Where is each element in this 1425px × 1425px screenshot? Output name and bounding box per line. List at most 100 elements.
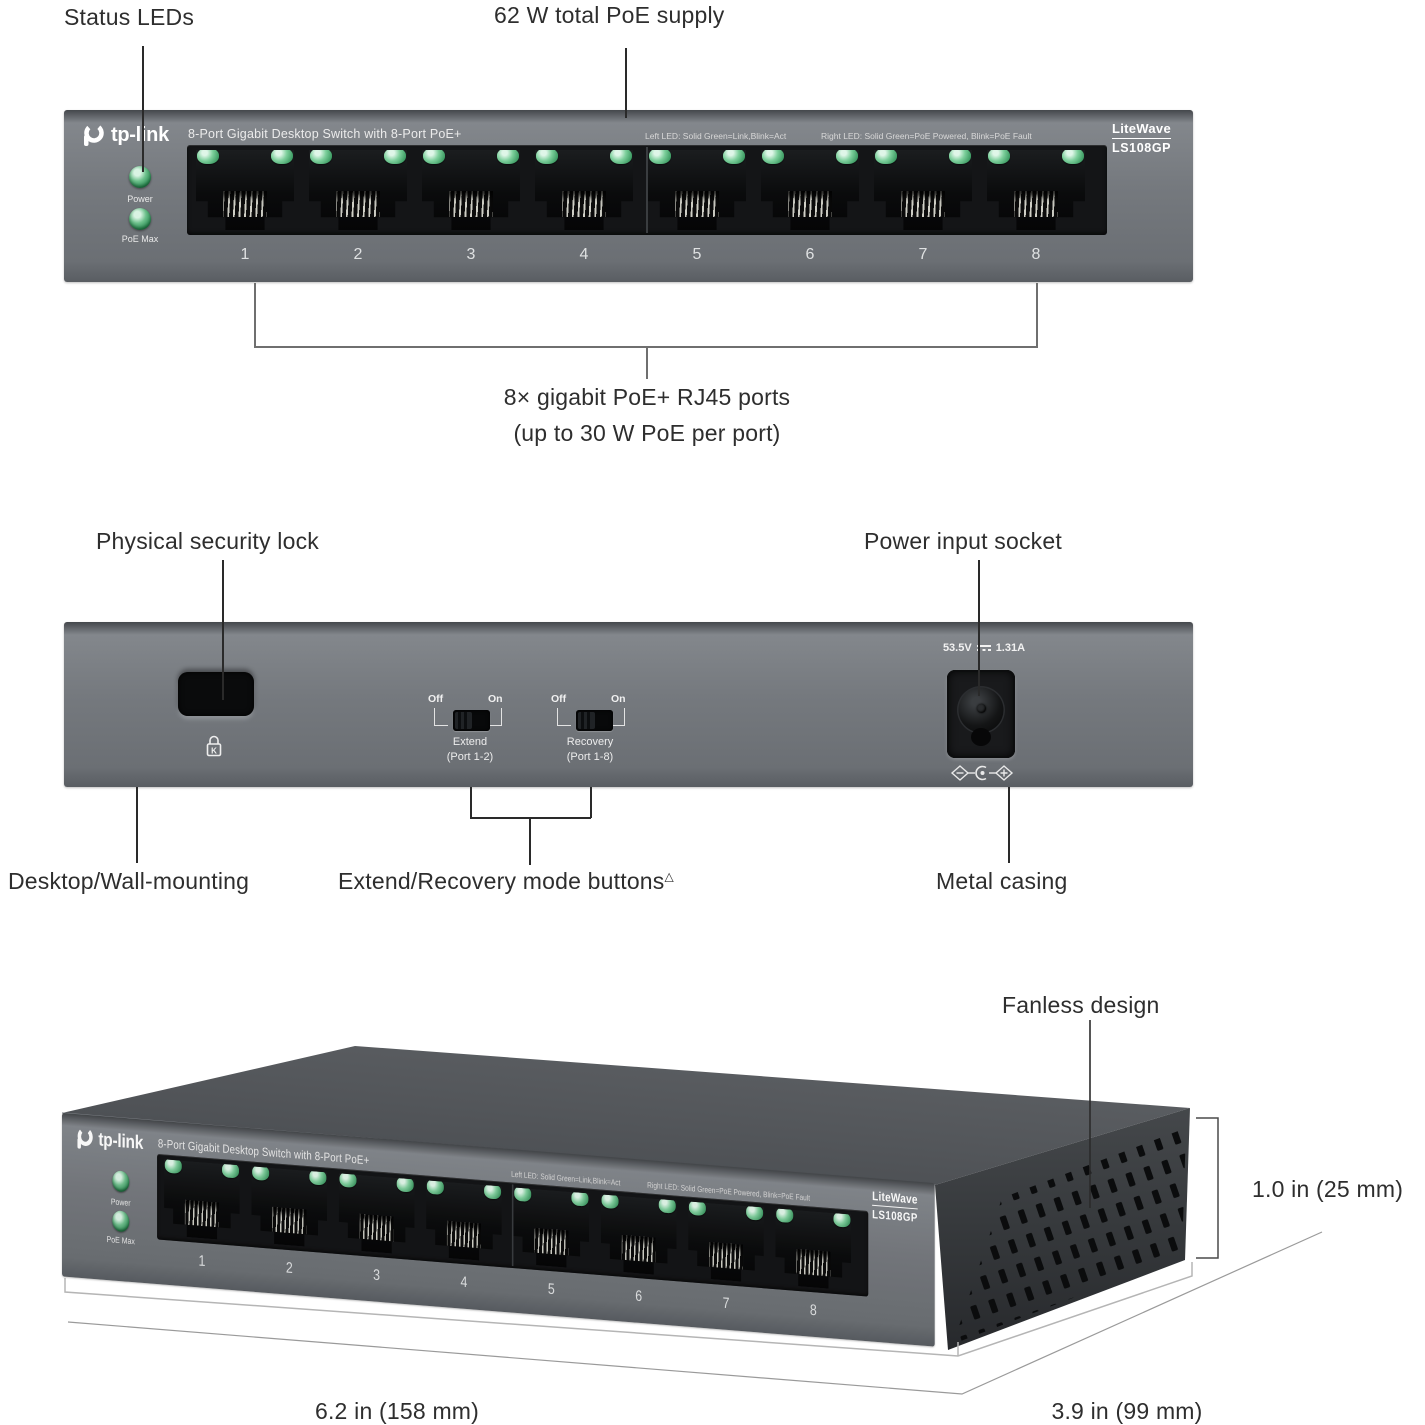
port-link-led	[536, 150, 558, 164]
poe-max-led-label: PoE Max	[121, 234, 159, 244]
port-poe-led	[723, 150, 745, 164]
ports-callout-line2: (up to 30 W PoE per port)	[513, 420, 781, 446]
rj45-port-4	[426, 1180, 502, 1262]
rj45-port-7	[874, 150, 972, 230]
port-link-led	[340, 1171, 357, 1188]
port-link-led	[988, 150, 1010, 164]
recovery-on-label: On	[611, 693, 626, 705]
poe-max-led	[129, 208, 151, 230]
rj45-port-8	[987, 150, 1085, 230]
buttons-bracket-left	[470, 787, 472, 818]
power-led	[112, 1170, 130, 1193]
security-lock-label: Physical security lock	[96, 528, 319, 554]
ports-bracket-bar	[254, 346, 1038, 348]
port-poe-led	[571, 1190, 588, 1207]
port-pins	[272, 1207, 306, 1234]
ports-bracket-stem	[646, 347, 648, 379]
tp-link-logo-text: tp-link	[98, 1128, 144, 1154]
led-legend-left: Left LED: Solid Green=Link,Blink=Act	[645, 131, 787, 141]
port-link-led	[197, 150, 219, 164]
ports-bracket-right	[1036, 283, 1038, 347]
rj45-port-6	[601, 1194, 677, 1276]
dimension-guide-lines	[67, 1231, 1323, 1395]
port-poe-led	[222, 1162, 239, 1179]
rj45-port-8	[775, 1208, 851, 1290]
casing-callout-line	[1008, 787, 1010, 863]
kensington-lock-slot	[178, 672, 254, 716]
tp-link-logo-icon	[84, 123, 104, 146]
port-number: 3	[466, 246, 476, 263]
port-number: 8	[809, 1302, 817, 1320]
rj45-port-2	[251, 1166, 327, 1248]
port-number: 6	[635, 1288, 643, 1306]
port-poe-led	[1062, 150, 1084, 164]
recovery-switch[interactable]	[576, 710, 613, 731]
port-pins	[185, 1200, 219, 1227]
port-pins	[336, 191, 380, 217]
depth-dimension-label: 3.9 in (99 mm)	[1051, 1398, 1203, 1424]
buttons-bracket-right	[590, 787, 592, 818]
port-link-led	[423, 150, 445, 164]
power-input-socket	[947, 670, 1015, 758]
port-pins	[1014, 191, 1058, 217]
ports-bracket-left	[254, 283, 256, 347]
mounting-callout-line	[136, 787, 138, 863]
tp-link-logo: tp-link	[74, 1125, 143, 1155]
current-value: 1.31A	[995, 642, 1026, 654]
port-poe-led	[949, 150, 971, 164]
port-number: 5	[692, 246, 702, 263]
recovery-off-label: Off	[551, 693, 567, 705]
port-number: 3	[373, 1267, 381, 1284]
polarity-icon	[950, 765, 1014, 781]
width-dimension-label: 6.2 in (158 mm)	[314, 1398, 480, 1424]
rj45-port-4	[535, 150, 633, 230]
port-link-led	[310, 150, 332, 164]
extend-switch[interactable]	[453, 710, 490, 731]
extend-off-label: Off	[428, 693, 444, 705]
recovery-switch-range: (Port 1-8)	[566, 751, 614, 763]
port-number: 4	[579, 246, 589, 263]
extend-bracket-right	[488, 708, 502, 726]
port-pins	[788, 191, 832, 217]
device-top-face	[62, 1046, 1190, 1185]
extend-switch-range: (Port 1-2)	[446, 751, 494, 763]
power-socket-callout-line	[978, 560, 980, 696]
port-poe-led	[659, 1197, 676, 1214]
port-link-led	[762, 150, 784, 164]
port-link-led	[689, 1200, 706, 1217]
power-socket-label: Power input socket	[864, 528, 1062, 554]
port-pins	[223, 191, 267, 217]
port-poe-led	[309, 1169, 326, 1186]
port-poe-led	[484, 1183, 501, 1200]
port-number: 5	[547, 1281, 555, 1298]
rj45-port-2	[309, 150, 407, 230]
security-lock-callout-line	[222, 560, 224, 700]
mounting-label: Desktop/Wall-mounting	[8, 868, 250, 894]
port-poe-led	[610, 150, 632, 164]
rj45-port-5	[513, 1187, 589, 1269]
mode-buttons-label: Extend/Recovery mode buttons△	[338, 868, 674, 894]
fanless-label: Fanless design	[1002, 992, 1160, 1018]
port-poe-led	[833, 1211, 850, 1228]
port-poe-led	[497, 150, 519, 164]
port-pins	[622, 1235, 656, 1262]
port-number: 7	[918, 246, 928, 263]
power-led-label: Power	[127, 194, 153, 204]
recovery-bracket-left	[557, 708, 571, 726]
port-link-led	[776, 1207, 793, 1224]
power-led-label: Power	[110, 1196, 131, 1208]
status-leds-label: Status LEDs	[64, 4, 195, 30]
extend-switch-name: Extend	[452, 736, 488, 748]
extend-bracket-left	[434, 708, 448, 726]
rj45-port-1	[164, 1159, 240, 1241]
poe-max-led-label: PoE Max	[106, 1234, 135, 1247]
port-bezel	[187, 145, 1107, 235]
footnote-triangle: △	[664, 869, 674, 884]
port-number: 2	[285, 1260, 293, 1277]
recovery-bracket-right	[611, 708, 625, 726]
port-link-led	[165, 1157, 182, 1174]
